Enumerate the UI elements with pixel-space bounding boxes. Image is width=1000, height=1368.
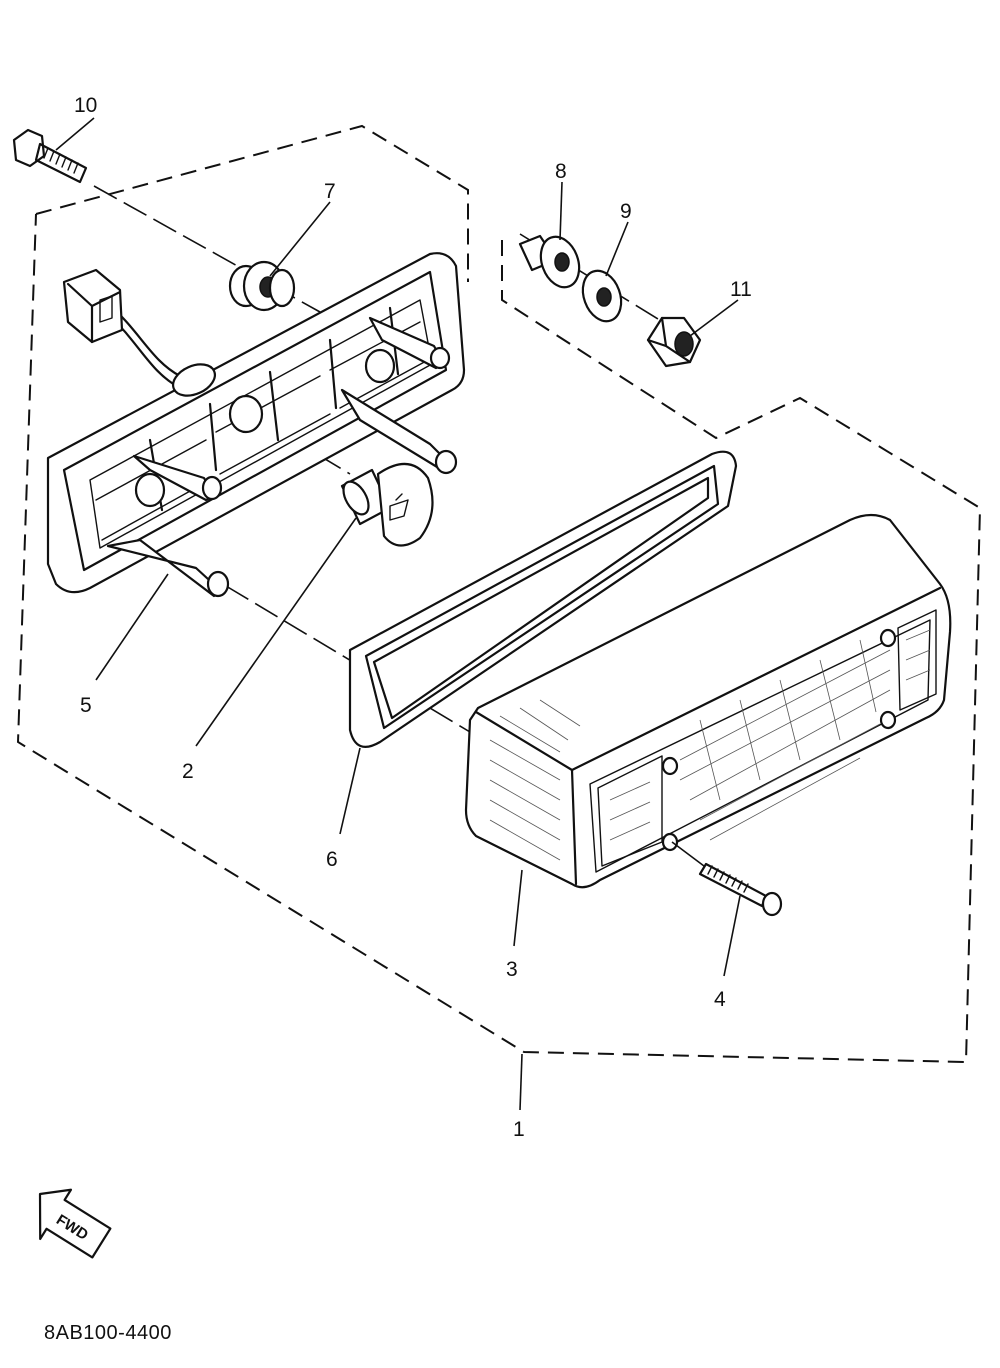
- screw-4: [671, 841, 783, 917]
- callout-9: 9: [620, 200, 632, 223]
- callout-3: 3: [506, 958, 518, 981]
- gasket-6: [348, 450, 738, 748]
- callout-8: 8: [555, 160, 567, 183]
- callout-6: 6: [326, 848, 338, 871]
- callout-4: 4: [714, 988, 726, 1011]
- bolt-10: [12, 128, 88, 184]
- reference-code: 8AB100-4400: [44, 1322, 172, 1344]
- callout-10: 10: [74, 94, 97, 117]
- grommet-7: [228, 260, 296, 312]
- forward-direction-arrow: FWD: [38, 1188, 112, 1259]
- assembly-boundary: [16, 124, 982, 1064]
- callout-labels: 10 7 8 9 11 5 2 6 3 4 1: [74, 94, 752, 1141]
- collar-8: [518, 234, 581, 289]
- washer-9: [581, 269, 623, 323]
- callout-1: 1: [513, 1118, 525, 1141]
- lamp-base-housing: [46, 252, 466, 598]
- nut-11: [646, 316, 702, 368]
- leader-lines: [55, 117, 741, 1111]
- lens-3: [464, 513, 952, 889]
- callout-11: 11: [730, 278, 752, 301]
- callout-2: 2: [182, 760, 194, 783]
- callout-7: 7: [324, 180, 336, 203]
- bulb-2: [340, 462, 434, 547]
- callout-5: 5: [80, 694, 92, 717]
